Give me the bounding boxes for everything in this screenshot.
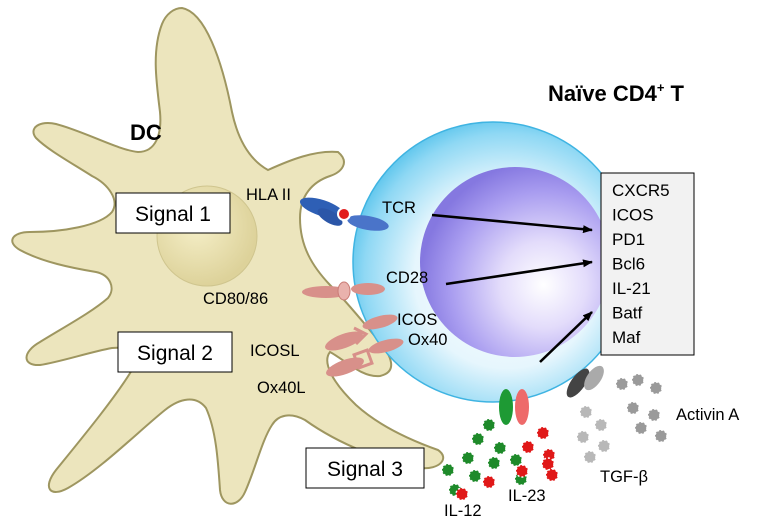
activin-dot (631, 373, 645, 387)
dc-title: DC (130, 120, 162, 145)
signal-1-label: Signal 1 (135, 203, 211, 226)
gene-item: PD1 (612, 230, 645, 249)
cd80-86-label: CD80/86 (203, 290, 268, 308)
signal-2-label: Signal 2 (137, 342, 213, 365)
activin-dot (626, 401, 640, 415)
il12-dot (441, 463, 455, 477)
gene-item: Batf (612, 304, 643, 323)
tgfb-dot (579, 405, 593, 419)
ox40-label: Ox40 (408, 331, 447, 349)
tgfb-receptor (584, 365, 604, 391)
il23-dot (541, 457, 555, 471)
cd28-receptor (351, 283, 385, 295)
ox40l-ox40-pair (326, 338, 404, 377)
activin-dot (634, 421, 648, 435)
activin-a-label: Activin A (676, 406, 739, 424)
ox40l-label: Ox40L (257, 379, 306, 397)
il23-receptor (515, 389, 529, 425)
icosl-icos-pair (325, 314, 398, 351)
signal-3-label: Signal 3 (327, 458, 403, 481)
gene-item: Maf (612, 328, 641, 347)
ox40l-receptor (326, 357, 364, 377)
activin-receptor (566, 368, 590, 398)
il12-dot (471, 432, 485, 446)
cd28-label: CD28 (386, 269, 428, 287)
il12-dot (509, 453, 523, 467)
cd80-cd28-pair (302, 281, 385, 301)
activin-dot (615, 377, 629, 391)
arrow-cytokines-to-genes (539, 311, 593, 363)
il23-dot (515, 464, 529, 478)
signal-3-box: Signal 3 (305, 447, 425, 489)
t-cell-nucleus (420, 167, 610, 357)
icosl-receptor (325, 331, 363, 351)
gene-item: ICOS (612, 206, 654, 225)
arrow-cd28-to-genes (445, 259, 593, 286)
hla-ii-label: HLA II (246, 186, 291, 204)
activin-cytokines (615, 373, 668, 443)
il12-dot (482, 418, 496, 432)
il23-dot (536, 426, 550, 440)
tgfb-label: TGF-β (600, 468, 648, 486)
icos-label: ICOS (397, 311, 437, 329)
signal-2-box: Signal 2 (117, 331, 233, 373)
tcr-receptor (347, 215, 389, 231)
naive-t-title: Naïve CD4+ T (548, 80, 685, 106)
il23-cytokines (455, 426, 559, 501)
activin-dot (647, 408, 661, 422)
hla-tcr-complex (299, 197, 389, 231)
tgfb-cytokines (576, 405, 611, 464)
il12-dot (487, 456, 501, 470)
il23-dot (482, 475, 496, 489)
il23-label: IL-23 (508, 487, 546, 505)
il23-dot (521, 440, 535, 454)
gene-list-box (600, 172, 695, 356)
il23-dot (455, 487, 469, 501)
icos-receptor (362, 314, 398, 330)
il12-dot (468, 469, 482, 483)
il12-receptor (499, 389, 513, 425)
gene-item: CXCR5 (612, 181, 670, 200)
tgfb-dot (583, 450, 597, 464)
il12-dot (461, 451, 475, 465)
tcr-label: TCR (382, 199, 416, 217)
ox40-receptor (368, 338, 404, 354)
activin-dot (649, 381, 663, 395)
antigen-peptide (337, 207, 351, 221)
gene-item: Bcl6 (612, 255, 645, 274)
tgfb-dot (594, 418, 608, 432)
arrow-tcr-to-genes (431, 213, 593, 234)
gene-item: IL-21 (612, 279, 651, 298)
icosl-label: ICOSL (250, 342, 300, 360)
tgfb-dot (576, 430, 590, 444)
tgfb-dot (597, 439, 611, 453)
il12-label: IL-12 (444, 502, 482, 520)
activin-dot (654, 429, 668, 443)
il12-dot (493, 441, 507, 455)
signal-1-box: Signal 1 (115, 192, 231, 234)
il23-dot (545, 468, 559, 482)
